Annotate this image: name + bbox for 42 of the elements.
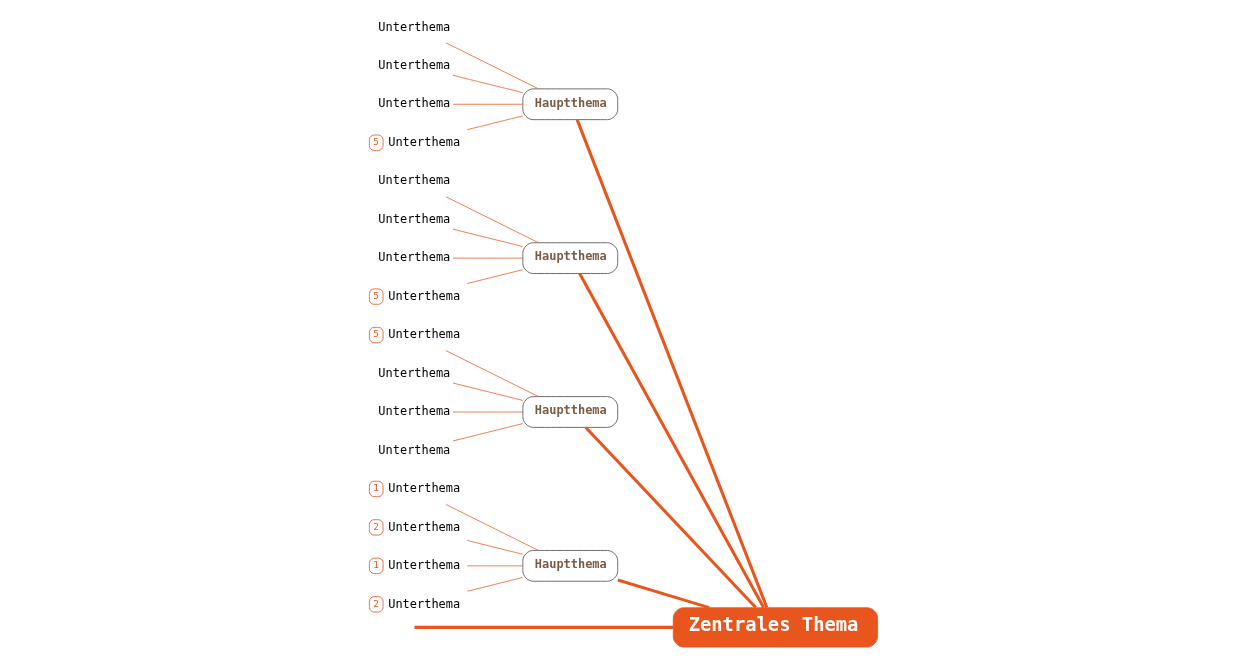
node-label: Unterthema bbox=[387, 519, 460, 534]
connector bbox=[466, 269, 523, 284]
node-label: Unterthema bbox=[387, 481, 460, 496]
connector bbox=[452, 382, 523, 401]
node-label: Unterthema bbox=[387, 558, 460, 573]
node-text: Unterthema bbox=[377, 96, 450, 111]
node-box: Zentrales Thema bbox=[672, 607, 878, 648]
connector bbox=[452, 423, 523, 442]
connector bbox=[452, 411, 523, 413]
node-text: Unterthema bbox=[377, 250, 450, 265]
node-text: Unterthema bbox=[377, 404, 450, 419]
connector bbox=[466, 540, 523, 555]
connector bbox=[584, 426, 757, 609]
connector bbox=[616, 578, 710, 610]
node-box: Hauptthema bbox=[521, 88, 618, 121]
connector bbox=[413, 625, 673, 629]
connector bbox=[452, 228, 523, 247]
node-box: Hauptthema bbox=[521, 550, 618, 582]
node-text: Unterthema bbox=[377, 57, 450, 72]
connector bbox=[452, 103, 523, 105]
connector bbox=[445, 42, 539, 90]
connector bbox=[575, 119, 768, 609]
node-text: Unterthema bbox=[377, 211, 450, 226]
node-label: Unterthema bbox=[387, 596, 460, 611]
node-box: Hauptthema bbox=[521, 242, 618, 274]
connector bbox=[452, 74, 523, 94]
connector bbox=[466, 565, 523, 567]
node-text: Unterthema bbox=[377, 19, 450, 34]
connector bbox=[466, 115, 523, 131]
connector bbox=[445, 350, 539, 397]
node-label: Unterthema bbox=[387, 134, 460, 149]
connector bbox=[466, 577, 523, 592]
connector bbox=[452, 257, 523, 259]
node-box: Hauptthema bbox=[521, 396, 618, 428]
node-text: Unterthema bbox=[377, 442, 450, 457]
connector bbox=[445, 196, 539, 244]
connector bbox=[577, 272, 765, 609]
node-text: Unterthema bbox=[377, 173, 450, 188]
node-label: Unterthema bbox=[387, 288, 460, 303]
connector bbox=[445, 504, 539, 551]
node-label: Unterthema bbox=[387, 327, 460, 342]
node-text: Unterthema bbox=[377, 365, 450, 380]
